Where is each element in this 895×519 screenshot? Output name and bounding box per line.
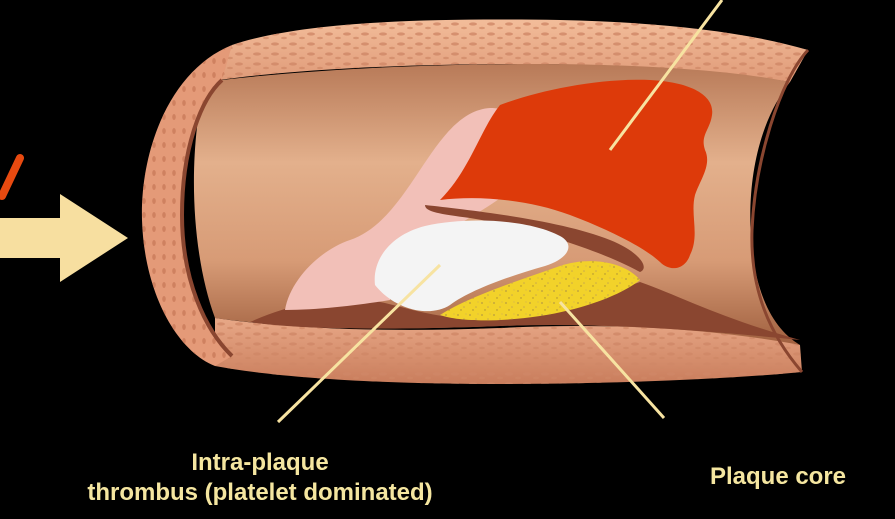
label-plaque-core: Plaque core <box>668 462 888 492</box>
label-intra-plaque-thrombus: Intra-plaque thrombus (platelet dominate… <box>20 448 500 508</box>
arrow-accent <box>2 158 20 196</box>
label-intra-plaque-line2: thrombus (platelet dominated) <box>20 478 500 508</box>
flow-arrow <box>0 194 128 282</box>
label-intra-plaque-line1: Intra-plaque <box>20 448 500 478</box>
